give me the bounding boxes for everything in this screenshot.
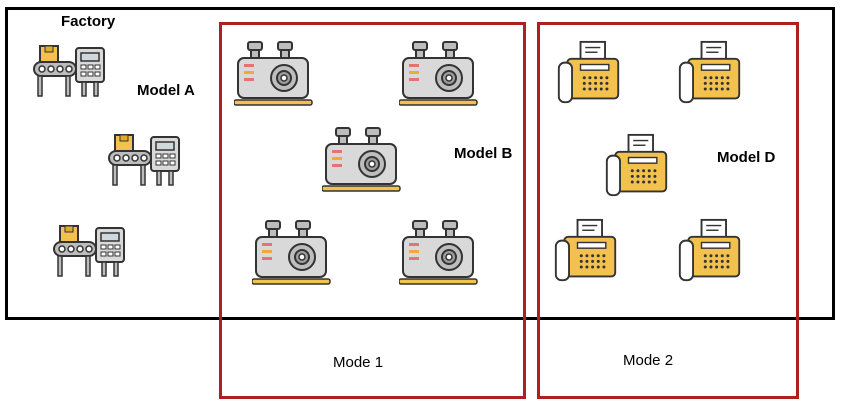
- engine-gear-machine-icon: [399, 40, 479, 110]
- mode-2-boundary: [537, 22, 799, 399]
- fax-machine-icon: [677, 40, 743, 106]
- conveyor-machine-icon: [32, 42, 112, 102]
- engine-gear-machine-icon: [234, 40, 314, 110]
- fax-machine-icon: [604, 133, 670, 199]
- factory-title: Factory: [61, 13, 116, 30]
- fax-machine-icon: [553, 218, 619, 284]
- engine-gear-machine-icon: [252, 219, 332, 289]
- mode-1-label: Mode 1: [333, 354, 384, 371]
- conveyor-machine-icon: [52, 222, 132, 282]
- engine-gear-machine-icon: [322, 126, 402, 196]
- model-b-label: Model B: [454, 145, 513, 162]
- fax-machine-icon: [677, 218, 743, 284]
- model-a-label: Model A: [137, 82, 195, 99]
- mode-1-boundary: [219, 22, 526, 399]
- factory-boundary: [5, 7, 835, 320]
- engine-gear-machine-icon: [399, 219, 479, 289]
- fax-machine-icon: [556, 40, 622, 106]
- conveyor-machine-icon: [107, 131, 187, 191]
- model-d-label: Model D: [717, 149, 776, 166]
- mode-2-label: Mode 2: [623, 352, 674, 369]
